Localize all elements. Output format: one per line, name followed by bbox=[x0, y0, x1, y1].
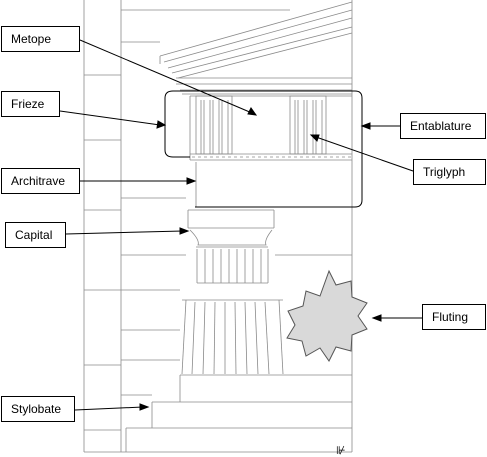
leader-lines bbox=[59, 39, 422, 411]
label-metope: Metope bbox=[1, 26, 80, 52]
corner-mark: ⊮ bbox=[336, 444, 346, 457]
temple-drawing bbox=[83, 0, 353, 453]
label-architrave: Architrave bbox=[1, 168, 80, 194]
label-capital: Capital bbox=[5, 222, 66, 248]
entablature-bracket bbox=[164, 90, 363, 208]
label-triglyph: Triglyph bbox=[413, 159, 486, 185]
label-frieze: Frieze bbox=[1, 91, 60, 117]
label-stylobate: Stylobate bbox=[1, 396, 75, 422]
fluting-cross-section bbox=[286, 269, 368, 362]
label-entablature: Entablature bbox=[400, 113, 486, 139]
label-fluting: Fluting bbox=[422, 304, 486, 330]
